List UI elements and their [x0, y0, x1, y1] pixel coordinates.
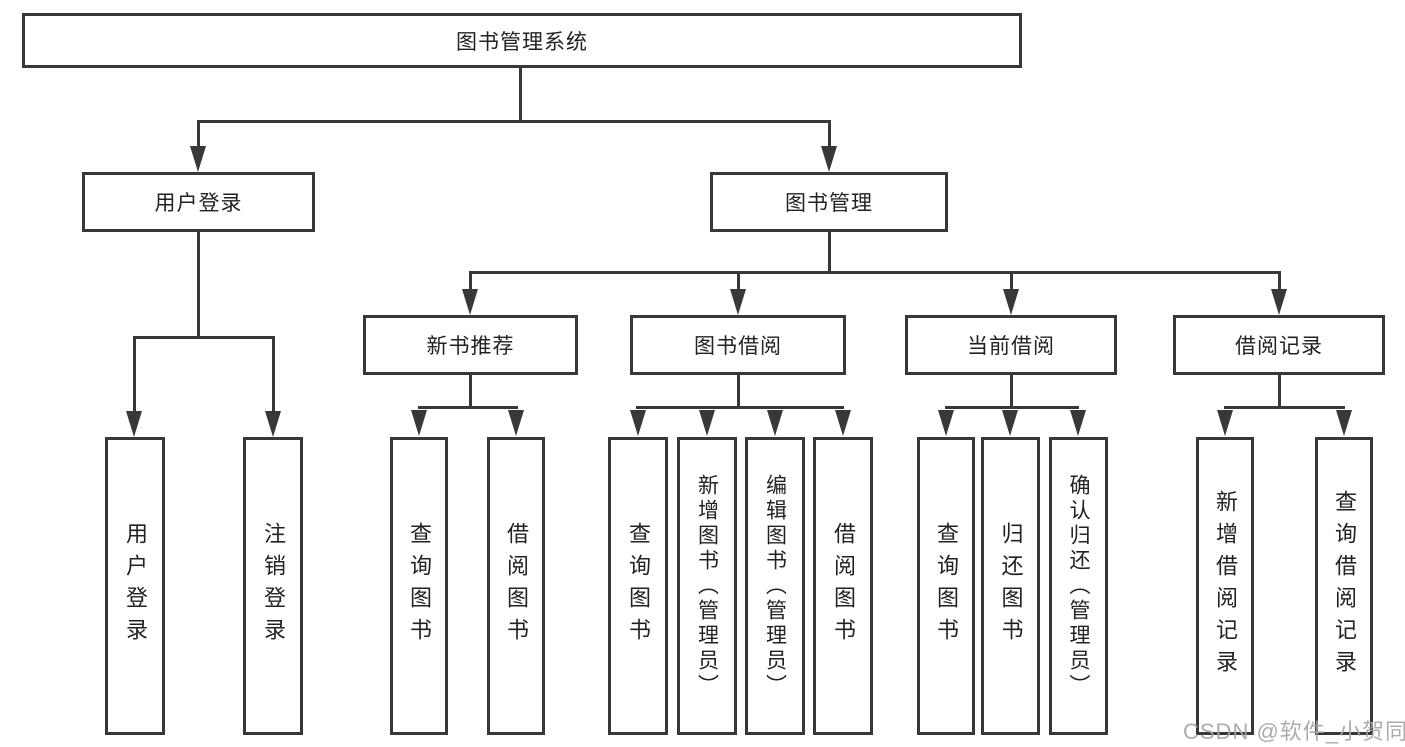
connector-line [469, 271, 1281, 274]
watermark: CSDN @软件_小贺同学 [1183, 719, 1405, 744]
leaf-add-borrow-record: 新增借阅记录 [1196, 437, 1254, 735]
connector-line [1278, 271, 1281, 291]
connector-arrow-icon [630, 410, 646, 436]
leaf-borrow-books-2-label: 借阅图书 [831, 522, 856, 650]
node-book-borrow: 图书借阅 [630, 315, 846, 375]
connector-line [133, 336, 275, 339]
connector-line [272, 336, 275, 412]
leaf-confirm-return-admin: 确认归还（管理员） [1049, 437, 1108, 735]
connector-line [945, 406, 1079, 409]
connector-arrow-icon [126, 411, 142, 437]
leaf-borrow-books-2: 借阅图书 [813, 437, 873, 735]
connector-line [1010, 375, 1013, 406]
connector-line [197, 120, 831, 123]
connector-arrow-icon [699, 410, 715, 436]
leaf-add-borrow-record-label: 新增借阅记录 [1213, 490, 1238, 682]
connector-arrow-icon [190, 146, 206, 172]
connector-line [828, 120, 831, 148]
leaf-return-books: 归还图书 [981, 437, 1040, 735]
connector-arrow-icon [1336, 410, 1352, 436]
connector-arrow-icon [265, 411, 281, 437]
connector-arrow-icon [462, 289, 478, 315]
node-new-book-recommend-label: 新书推荐 [426, 335, 515, 358]
leaf-query-borrow-record: 查询借阅记录 [1315, 437, 1373, 735]
leaf-query-books-3-label: 查询图书 [934, 522, 959, 650]
leaf-query-books-2: 查询图书 [608, 437, 668, 735]
leaf-query-books-3: 查询图书 [917, 437, 975, 735]
node-root: 图书管理系统 [22, 13, 1022, 68]
connector-arrow-icon [508, 410, 524, 436]
connector-arrow-icon [1271, 289, 1287, 315]
connector-line [737, 271, 740, 291]
connector-line [519, 66, 522, 120]
leaf-user-login: 用户登录 [105, 437, 165, 735]
leaf-logout: 注销登录 [243, 437, 303, 735]
node-borrow-records: 借阅记录 [1173, 315, 1385, 375]
connector-line [469, 375, 472, 406]
node-current-borrow: 当前借阅 [905, 315, 1117, 375]
connector-arrow-icon [1002, 410, 1018, 436]
connector-arrow-icon [767, 410, 783, 436]
connector-line [197, 120, 200, 148]
connector-arrow-icon [730, 289, 746, 315]
connector-line [1010, 271, 1013, 291]
connector-line [636, 406, 844, 409]
leaf-add-books-admin: 新增图书（管理员） [677, 437, 737, 735]
node-root-label: 图书管理系统 [456, 30, 588, 54]
leaf-edit-books-admin: 编辑图书（管理员） [745, 437, 805, 735]
connector-line [418, 406, 518, 409]
leaf-query-books-2-label: 查询图书 [626, 522, 651, 650]
leaf-user-login-label: 用户登录 [123, 522, 148, 650]
node-book-management-label: 图书管理 [785, 192, 873, 215]
leaf-return-books-label: 归还图书 [998, 522, 1024, 650]
leaf-borrow-books-1: 借阅图书 [487, 437, 545, 735]
connector-line [197, 232, 200, 336]
connector-line [133, 336, 136, 412]
leaf-edit-books-admin-label: 编辑图书（管理员） [763, 473, 787, 699]
leaf-query-books-1: 查询图书 [390, 437, 448, 735]
leaf-query-borrow-record-label: 查询借阅记录 [1332, 490, 1357, 682]
leaf-logout-label: 注销登录 [261, 522, 286, 650]
connector-arrow-icon [1070, 410, 1086, 436]
node-user-login: 用户登录 [82, 172, 315, 232]
leaf-add-books-admin-label: 新增图书（管理员） [695, 473, 719, 699]
node-borrow-records-label: 借阅记录 [1235, 335, 1323, 358]
node-book-borrow-label: 图书借阅 [694, 335, 782, 358]
connector-line [1278, 375, 1281, 406]
connector-line [828, 232, 831, 271]
connector-arrow-icon [938, 410, 954, 436]
node-new-book-recommend: 新书推荐 [363, 315, 578, 375]
connector-line [1224, 406, 1345, 409]
leaf-borrow-books-1-label: 借阅图书 [504, 522, 529, 650]
connector-arrow-icon [821, 146, 837, 172]
connector-arrow-icon [835, 410, 851, 436]
connector-arrow-icon [1217, 410, 1233, 436]
leaf-query-books-1-label: 查询图书 [407, 522, 432, 650]
connector-arrow-icon [1003, 289, 1019, 315]
node-book-management: 图书管理 [710, 172, 948, 232]
leaf-confirm-return-admin-label: 确认归还（管理员） [1067, 473, 1090, 699]
connector-line [469, 271, 472, 291]
node-user-login-label: 用户登录 [154, 192, 243, 215]
node-current-borrow-label: 当前借阅 [967, 335, 1055, 358]
connector-arrow-icon [411, 410, 427, 436]
connector-line [737, 375, 740, 406]
